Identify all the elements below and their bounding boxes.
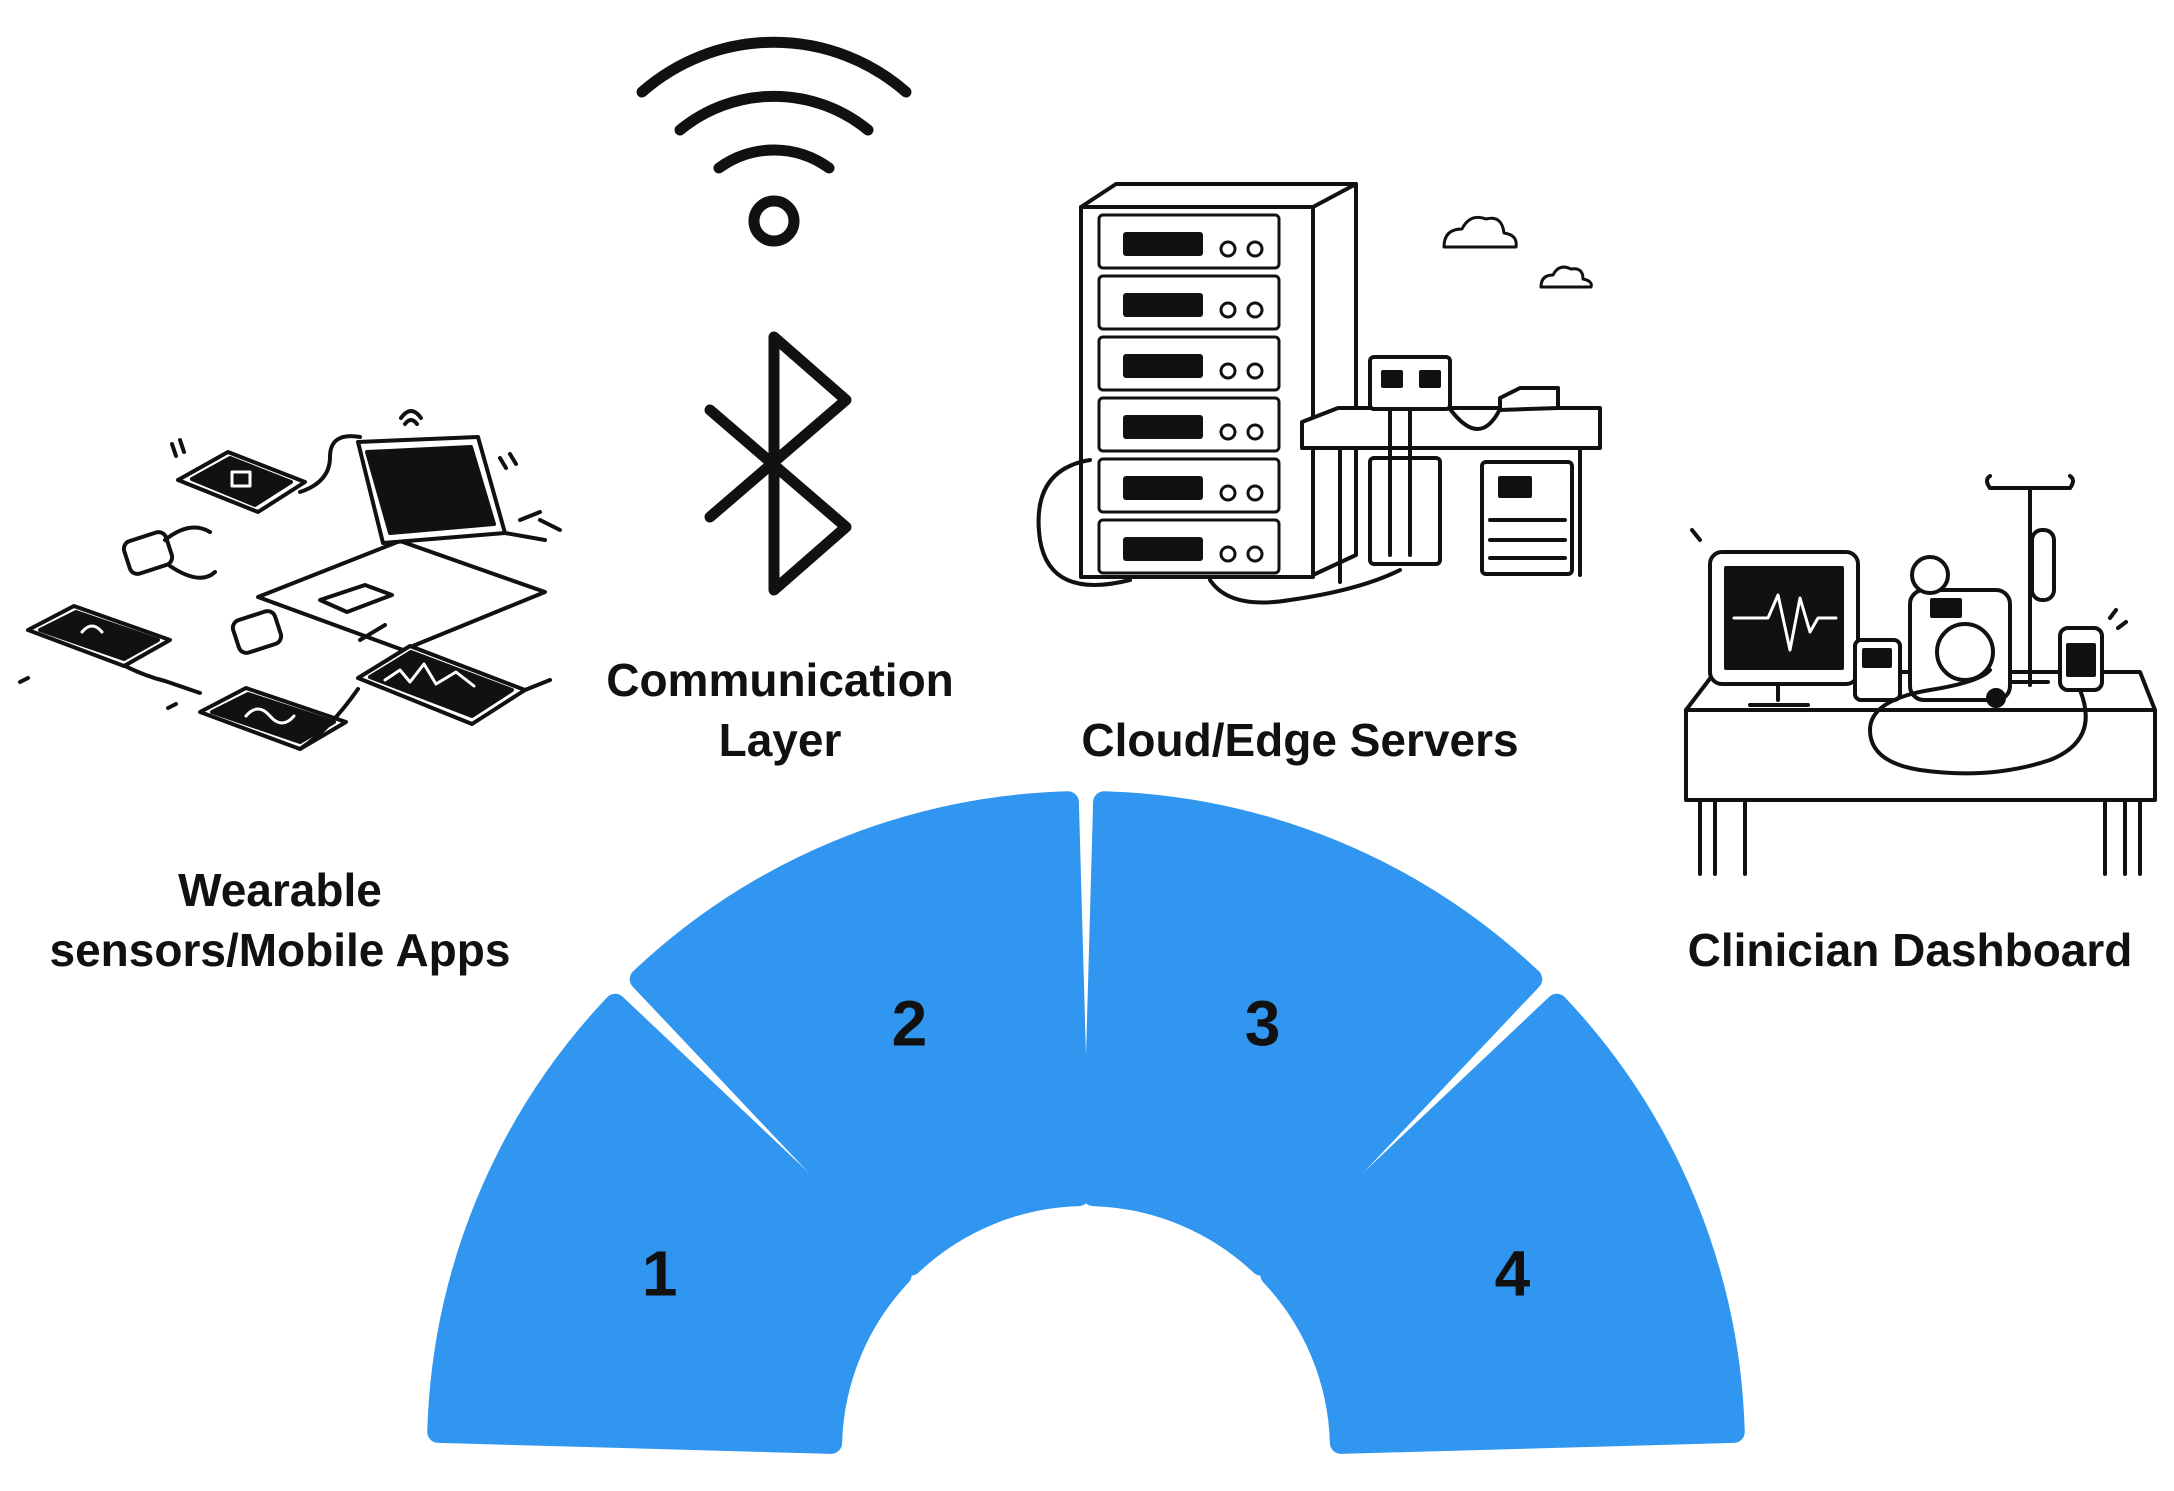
- segment-number-2: 2: [892, 988, 928, 1060]
- layer-label-cloud-edge-line-1: Cloud/Edge Servers: [1081, 714, 1519, 766]
- layer-label-cloud-edge: Cloud/Edge Servers: [1050, 710, 1550, 770]
- segment-2: [629, 791, 1090, 1276]
- layer-label-wearable-line-2: sensors/Mobile Apps: [49, 924, 511, 976]
- segment-4: [1260, 993, 1745, 1454]
- layer-label-communication: Communication Layer: [550, 650, 1010, 770]
- layer-segments: 1 2 3 4: [427, 791, 1745, 1454]
- layer-label-communication-line-2: Layer: [718, 714, 842, 766]
- layer-label-wearable: Wearable sensors/Mobile Apps: [20, 860, 540, 980]
- wearable-devices-icon: [18, 409, 562, 751]
- layer-label-clinician-line-1: Clinician Dashboard: [1687, 924, 2133, 976]
- segment-number-1: 1: [642, 1237, 678, 1309]
- server-rack-icon: [1036, 182, 1602, 605]
- layer-label-communication-line-1: Communication: [606, 654, 954, 706]
- layer-label-clinician: Clinician Dashboard: [1660, 920, 2160, 980]
- segment-number-3: 3: [1245, 988, 1281, 1060]
- clinical-monitor-icon: [1684, 474, 2157, 876]
- wifi-bluetooth-icon: [636, 36, 912, 596]
- segment-1: [427, 993, 912, 1454]
- layer-label-wearable-line-1: Wearable: [178, 864, 382, 916]
- segment-3: [1082, 791, 1543, 1276]
- segment-number-4: 4: [1495, 1237, 1531, 1309]
